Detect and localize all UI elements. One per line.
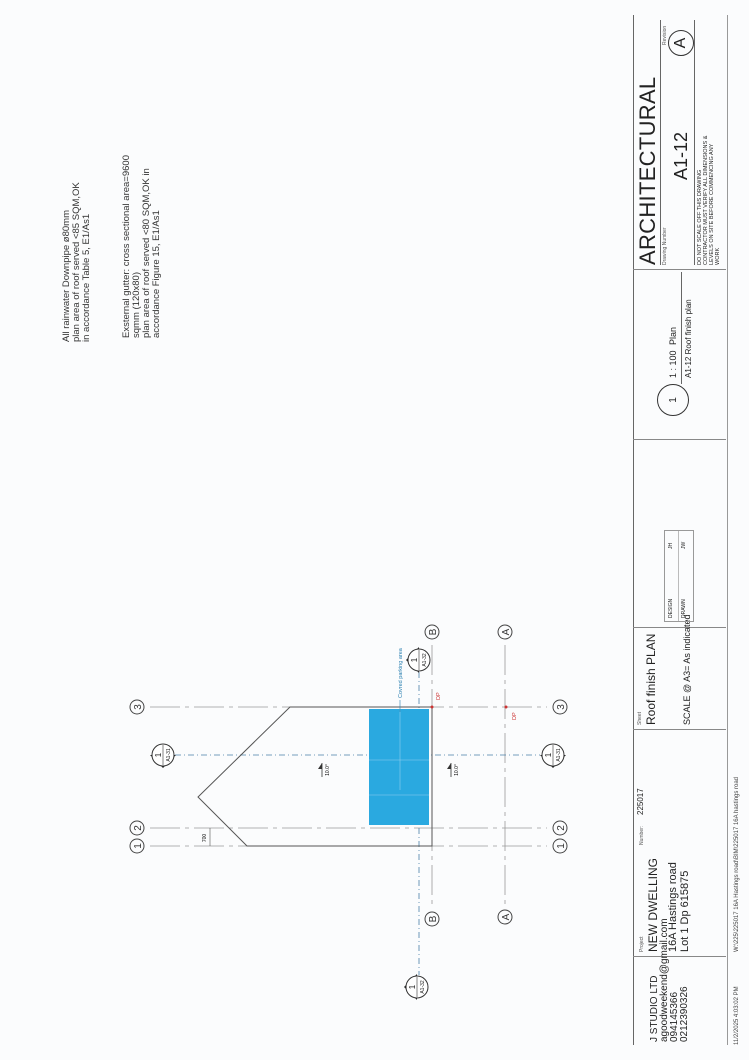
drawing-section-32-ref: A1-32 [422,653,428,667]
grid-bubble-a-bottom [497,909,513,925]
roof-outline [197,706,433,847]
sheet-title: Roof finish PLAN [644,633,658,725]
drawing-grid-labels-g2: 2 [133,825,144,831]
grid-bubble-1-bottom [552,838,568,854]
drawing-section-31-ref: A1-31 [166,748,172,762]
title-block-view-scale: 1 : 100 [668,350,678,378]
covered-parking-label: Covred parking area [398,647,404,698]
project-name: NEW DWELLING [646,857,660,952]
fall-arrow-1: 10.0° [318,763,331,777]
drawing-section-32-ref: A1-32 [420,980,426,994]
title-block-project-number: 225017 [636,788,645,815]
section-marker-a1-31-top: 1 A1-31 [150,743,176,768]
section-marker-a1-31-bottom: 1 A1-31 [540,743,566,768]
notes-gutter-3: accordance Figure 15, E1/As1 [151,210,162,338]
title-block-project-label: Project [639,936,645,952]
design-drawn-table: DESIGN JH DRAWN JW [664,530,694,622]
drawing-grid-labels-g1: 1 [556,843,567,849]
title-block-view-name: A1-12 Roof finish plan [684,299,693,378]
title-block-sheet-label: Sheet [637,711,643,725]
section-marker-a1-32-bottom: 1 A1-32 [404,974,429,1000]
dimension-label: 700 [202,834,208,843]
grid-bubble-a-top [497,624,513,640]
drawing-section-31-num: 1 [154,752,163,757]
downpipe-label-1: DP [436,692,442,700]
title-block-drawing-number-label: Drawing Number [662,227,668,265]
grid-bubble-3-top [129,699,145,715]
title-block-people-design-label: DESIGN [668,598,674,618]
drawing-section-32-num: 1 [408,984,417,989]
discipline-title: ARCHITECTURAL [635,76,660,265]
grid-bubble-1-top [129,838,145,854]
drawing-grid-labels-gA: A [501,913,512,920]
file-path: W:\225\225017 16A Hastings road\BIM\2250… [734,776,740,952]
grid-bubble-2-bottom [552,820,568,836]
title-block-people-drawn: JW [681,541,687,549]
drawing-section-31-num: 1 [544,752,553,757]
drawing-grid-labels-g3: 3 [133,704,144,710]
section-marker-a1-32-top: 1 A1-32 [406,647,431,673]
title-block-view-number: 1 [657,384,689,416]
title-block-disclaimer-3: WORK [715,247,721,265]
grid-bubble-3-bottom [552,699,568,715]
title-block-people-drawn-label: DRAWN [681,599,687,618]
drawing-fall-label: 10.0° [454,764,460,776]
revision-badge: A [668,30,694,56]
title-block-project-number-label: Number: [639,825,645,845]
title-block-sheet-scale: SCALE @ A3= As indicated [682,614,692,725]
drawing-grid-labels-g3: 3 [556,704,567,710]
grid-bubble-b-top [424,624,440,640]
fall-arrow-2: 10.0° [447,763,460,777]
drawing-section-31-ref: A1-31 [556,748,562,762]
print-timestamp: 11/2/2025 4:03:02 PM [734,986,740,1045]
grid-bubble-2-top [129,820,145,836]
covered-parking-area [369,709,429,825]
title-block-view-type: Plan [668,326,678,345]
title-block-company-phone2: 0212390326 [679,986,690,1042]
drawing-grid-labels-g2: 2 [556,825,567,831]
drawing-section-32-num: 1 [410,657,419,662]
title-block-disclaimer-2: LEVELS ON SITE BEFORE COMMENCING ANY [709,143,715,265]
drawing-fall-label: 10.0° [325,764,331,776]
title-block-project-address: 16A Hastings road [667,862,679,952]
grid-bubble-b-bottom [424,911,440,927]
downpipe-label-2: DP [512,712,518,720]
drawing-grid-labels-gB: B [428,628,439,635]
drawing-grid-labels-gA: A [501,628,512,635]
drawing-grid-labels-gB: B [428,915,439,922]
notes-downpipe-2: in accordance Table 5, E1/As1 [81,213,92,342]
drawing-grid-labels-g1: 1 [133,843,144,849]
drawing-number: A1-12 [671,131,691,180]
title-block-project-lot: Lot 1 Dp 615875 [679,870,691,952]
title-block-people-design: JH [668,542,674,549]
